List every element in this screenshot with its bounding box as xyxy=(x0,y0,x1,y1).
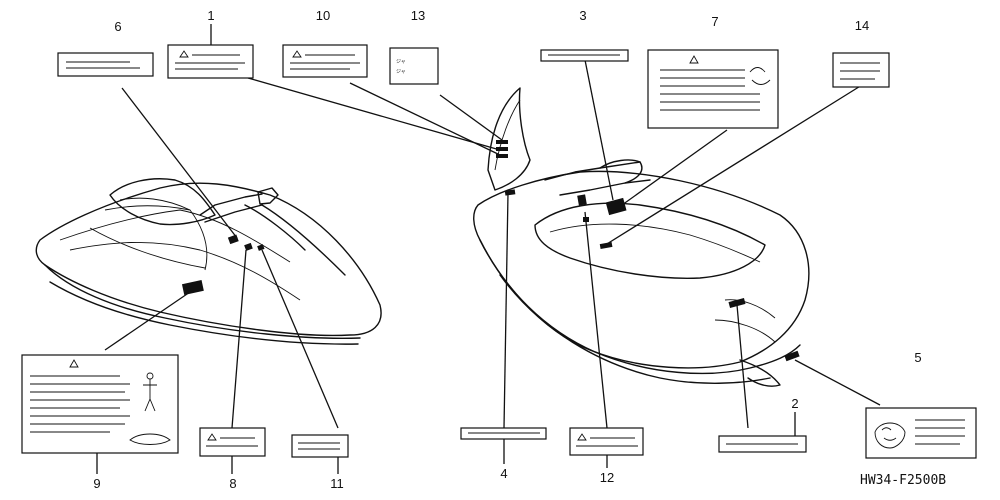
callout-numbers: 6 1 10 13 3 7 14 5 2 9 8 11 4 12 xyxy=(93,8,921,491)
label-panel-7 xyxy=(647,49,779,129)
label-panel-12 xyxy=(569,427,644,456)
callout-2: 2 xyxy=(791,396,798,411)
label-panel-1 xyxy=(167,44,254,79)
callout-13: 13 xyxy=(411,8,425,23)
callout-10: 10 xyxy=(316,8,330,23)
label-13-line-1: ジャ xyxy=(396,59,406,65)
callout-12: 12 xyxy=(600,470,614,485)
watercraft-right xyxy=(473,87,810,387)
label-panel-11 xyxy=(291,434,349,458)
label-panel-6 xyxy=(57,52,154,77)
callout-9: 9 xyxy=(93,476,100,491)
label-panel-2 xyxy=(718,435,807,453)
label-panel-10 xyxy=(282,44,368,78)
label-panel-9 xyxy=(21,354,179,454)
callout-5: 5 xyxy=(914,350,921,365)
label-panel-5 xyxy=(865,407,977,459)
label-panel-3 xyxy=(540,49,629,62)
label-13-line-2: ジャ xyxy=(396,69,406,75)
callout-6: 6 xyxy=(114,19,121,34)
callout-11: 11 xyxy=(330,476,344,491)
watercraft-left xyxy=(35,178,382,345)
label-panel-4 xyxy=(460,427,547,440)
label-panel-14 xyxy=(832,52,890,88)
callout-stems xyxy=(96,24,796,474)
callout-14: 14 xyxy=(855,18,869,33)
callout-1: 1 xyxy=(207,8,214,23)
diagram-code: HW34-F2500B xyxy=(860,473,946,488)
callout-4: 4 xyxy=(500,466,507,481)
callout-8: 8 xyxy=(229,476,236,491)
label-panel-8 xyxy=(199,427,266,457)
callout-3: 3 xyxy=(579,8,586,23)
label-panel-13: ジャ ジャ xyxy=(389,47,439,85)
leader-lines xyxy=(104,59,881,429)
callout-7: 7 xyxy=(711,14,718,29)
